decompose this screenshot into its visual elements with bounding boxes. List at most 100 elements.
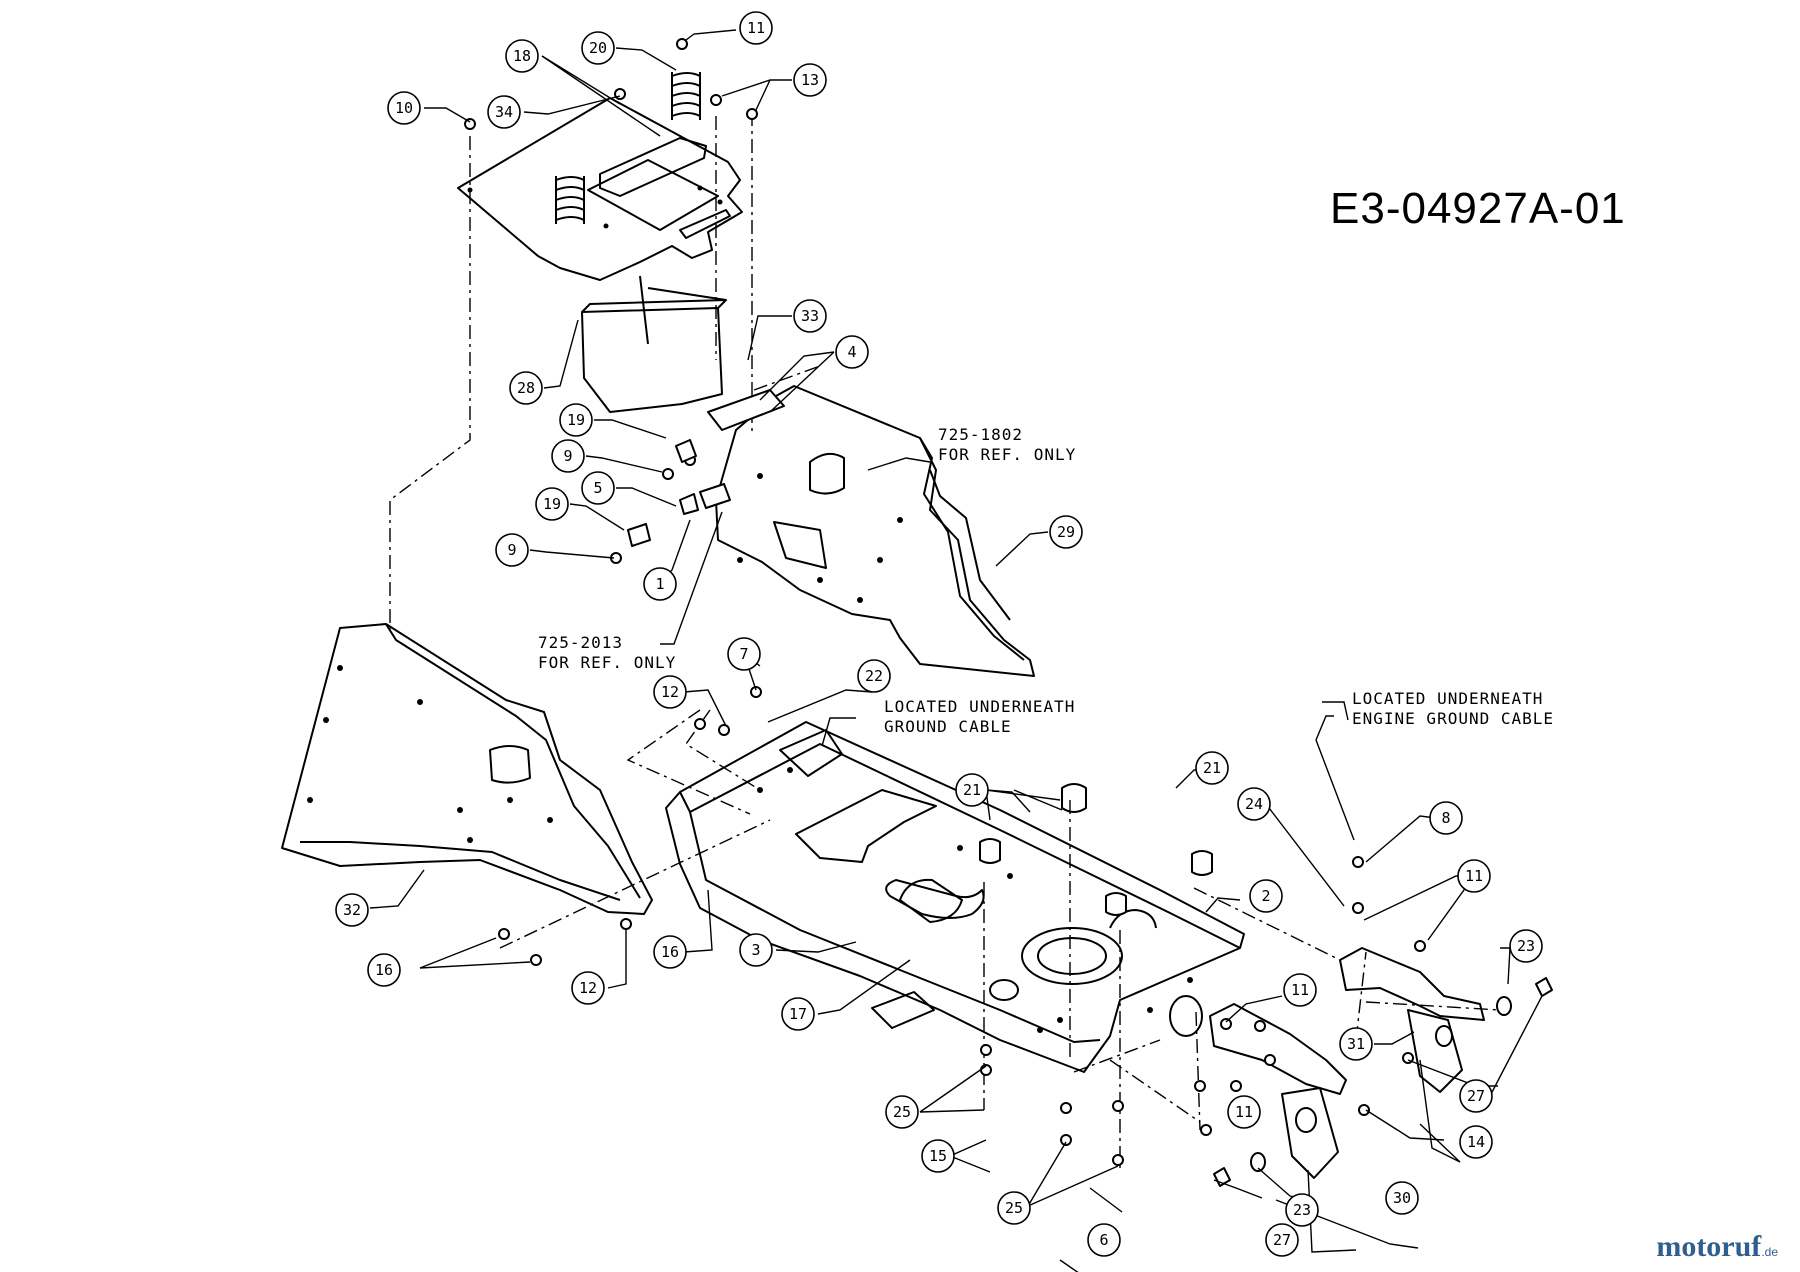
callout-9-lower: 9 — [495, 533, 529, 567]
svg-text:10: 10 — [395, 99, 413, 117]
callout-18: 18 — [505, 39, 539, 73]
rear-bracket-upper — [1339, 947, 1485, 1093]
svg-text:LOCATED UNDERNEATH: LOCATED UNDERNEATH — [1352, 689, 1543, 708]
svg-text:5: 5 — [593, 479, 602, 497]
seat-plate — [457, 97, 743, 281]
callout-10: 10 — [387, 91, 421, 125]
svg-text:11: 11 — [747, 19, 765, 37]
svg-text:9: 9 — [507, 541, 516, 559]
svg-text:22: 22 — [865, 667, 883, 685]
svg-text:11: 11 — [1291, 981, 1309, 999]
svg-text:3: 3 — [751, 941, 760, 959]
svg-text:24: 24 — [1245, 795, 1263, 813]
svg-text:GROUND CABLE: GROUND CABLE — [884, 717, 1012, 736]
svg-text:34: 34 — [495, 103, 513, 121]
seat-spring-rear — [671, 72, 701, 120]
svg-text:29: 29 — [1057, 523, 1075, 541]
svg-text:FOR REF. ONLY: FOR REF. ONLY — [938, 445, 1076, 464]
callout-27-lower: 27 — [1265, 1223, 1299, 1257]
assembly-lines — [389, 112, 1501, 1170]
callout-5: 5 — [581, 471, 615, 505]
svg-text:1: 1 — [655, 575, 664, 593]
svg-text:27: 27 — [1273, 1231, 1291, 1249]
callout-11-lower: 11 — [1227, 1095, 1261, 1129]
svg-text:19: 19 — [567, 411, 585, 429]
callout-11-top: 11 — [739, 11, 773, 45]
callout-24: 24 — [1237, 787, 1271, 821]
callout-3: 3 — [739, 933, 773, 967]
svg-text:ENGINE GROUND CABLE: ENGINE GROUND CABLE — [1352, 709, 1554, 728]
callout-11-right: 11 — [1457, 859, 1491, 893]
svg-text:16: 16 — [661, 943, 679, 961]
svg-text:725-1802: 725-1802 — [938, 425, 1023, 444]
callout-23-lower: 23 — [1285, 1193, 1319, 1227]
callout-9-upper: 9 — [551, 439, 585, 473]
svg-text:12: 12 — [579, 979, 597, 997]
seat-bracket — [581, 275, 727, 413]
svg-text:9: 9 — [563, 447, 572, 465]
switch-assembly — [627, 389, 785, 547]
callout-20: 20 — [581, 31, 615, 65]
svg-text:15: 15 — [929, 1147, 947, 1165]
svg-text:23: 23 — [1517, 937, 1535, 955]
svg-text:11: 11 — [1465, 867, 1483, 885]
svg-text:725-2013: 725-2013 — [538, 633, 623, 652]
note-ref-1802: 725-1802 FOR REF. ONLY — [938, 425, 1076, 464]
callout-21-right: 21 — [1195, 751, 1229, 785]
callout-25-right: 25 — [997, 1191, 1031, 1225]
svg-text:27: 27 — [1467, 1087, 1485, 1105]
callout-7: 7 — [727, 637, 761, 671]
callout-30: 30 — [1385, 1181, 1419, 1215]
main-frame — [665, 721, 1245, 1073]
svg-text:33: 33 — [801, 307, 819, 325]
svg-text:LOCATED UNDERNEATH: LOCATED UNDERNEATH — [884, 697, 1075, 716]
callout-21-left: 21 — [955, 773, 989, 807]
callout-11-mid: 11 — [1283, 973, 1317, 1007]
callout-25-left: 25 — [885, 1095, 919, 1129]
svg-text:32: 32 — [343, 901, 361, 919]
svg-text:16: 16 — [375, 961, 393, 979]
callout-34: 34 — [487, 95, 521, 129]
right-fender-panel — [715, 385, 1035, 677]
svg-text:23: 23 — [1293, 1201, 1311, 1219]
seat-spring-front — [555, 176, 585, 224]
svg-text:31: 31 — [1347, 1035, 1365, 1053]
callout-12-lower: 12 — [571, 971, 605, 1005]
svg-text:21: 21 — [963, 781, 981, 799]
note-ground-cable: LOCATED UNDERNEATH GROUND CABLE — [884, 697, 1075, 736]
drawing-number: E3-04927A-01 — [1330, 184, 1626, 233]
callout-32: 32 — [335, 893, 369, 927]
svg-text:7: 7 — [739, 645, 748, 663]
callout-29: 29 — [1049, 515, 1083, 549]
leader-ref-2013 — [660, 511, 723, 645]
svg-text:18: 18 — [513, 47, 531, 65]
svg-text:13: 13 — [801, 71, 819, 89]
svg-text:21: 21 — [1203, 759, 1221, 777]
svg-text:25: 25 — [893, 1103, 911, 1121]
svg-text:12: 12 — [661, 683, 679, 701]
svg-text:30: 30 — [1393, 1189, 1411, 1207]
callout-12-upper: 12 — [653, 675, 687, 709]
note-ref-2013: 725-2013 FOR REF. ONLY — [538, 633, 676, 672]
bumpers — [979, 783, 1213, 916]
callout-33: 33 — [793, 299, 827, 333]
svg-text:17: 17 — [789, 1005, 807, 1023]
callout-17: 17 — [781, 997, 815, 1031]
callout-1: 1 — [643, 567, 677, 601]
svg-text:FOR REF. ONLY: FOR REF. ONLY — [538, 653, 676, 672]
left-fender-panel — [281, 623, 653, 915]
callout-23-right: 23 — [1509, 929, 1543, 963]
svg-text:11: 11 — [1235, 1103, 1253, 1121]
brand-logo: motoruf.de — [1656, 1230, 1778, 1264]
brand-tld: .de — [1761, 1245, 1778, 1259]
svg-text:2: 2 — [1261, 887, 1270, 905]
callout-6: 6 — [1087, 1223, 1121, 1257]
note-engine-ground: LOCATED UNDERNEATH ENGINE GROUND CABLE — [1352, 689, 1554, 728]
svg-text:28: 28 — [517, 379, 535, 397]
callout-13: 13 — [793, 63, 827, 97]
svg-text:4: 4 — [847, 343, 856, 361]
svg-text:6: 6 — [1099, 1231, 1108, 1249]
callout-19-lower: 19 — [535, 487, 569, 521]
svg-text:8: 8 — [1441, 809, 1450, 827]
